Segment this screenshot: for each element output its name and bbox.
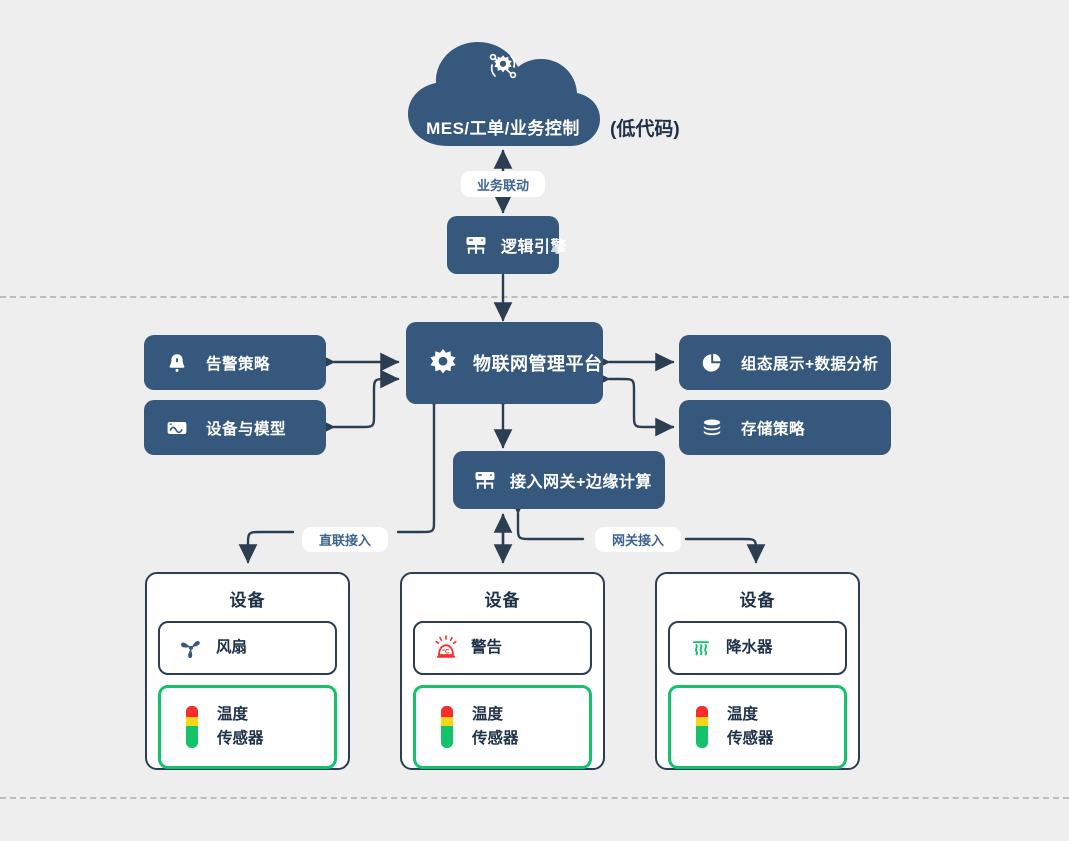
node-visual-analytics-label: 组态展示+数据分析 <box>741 355 879 373</box>
device-row-fan[interactable]: 风扇 <box>158 621 337 675</box>
node-logic-engine-label: 逻辑引擎 <box>501 239 568 256</box>
node-gateway-edge[interactable]: 接入网关+边缘计算 <box>453 451 665 509</box>
device-row-temperature-sensor[interactable]: 温度 传感器 <box>668 685 847 769</box>
temperature-gauge-icon <box>173 704 211 750</box>
sprinkler-icon <box>682 634 720 662</box>
cloud-label: MES/工单/业务控制 <box>426 119 580 138</box>
temperature-gauge-icon <box>683 704 721 750</box>
device-row-temperature-sensor[interactable]: 温度 传感器 <box>413 685 592 769</box>
device-row-label: 风扇 <box>216 638 248 656</box>
node-device-model-label: 设备与模型 <box>206 420 287 438</box>
alarm-siren-icon: °C <box>427 633 465 663</box>
device-card-title: 设备 <box>229 591 266 610</box>
node-logic-engine[interactable]: 逻辑引擎 <box>447 216 567 274</box>
low-code-note: (低代码) <box>610 119 680 140</box>
cloud-node-mes[interactable]: MES/工单/业务控制 <box>404 38 602 150</box>
device-row-label: 警告 <box>471 638 503 656</box>
node-storage-policy[interactable]: 存储策略 <box>679 400 891 455</box>
device-card-title: 设备 <box>739 591 776 610</box>
node-storage-policy-label: 存储策略 <box>741 420 806 438</box>
node-device-model[interactable]: 设备与模型 <box>144 400 326 455</box>
device-card[interactable]: 设备 风扇 <box>145 572 350 770</box>
edge-label-direct-access: 直联接入 <box>302 527 388 552</box>
device-row-label: 温度 传感器 <box>217 705 264 747</box>
device-row-sprinkler[interactable]: 降水器 <box>668 621 847 675</box>
svg-text:°C: °C <box>442 647 450 655</box>
device-row-alarm[interactable]: °C 警告 <box>413 621 592 675</box>
node-iot-platform[interactable]: 物联网管理平台 <box>406 322 603 404</box>
device-card-title: 设备 <box>484 591 521 610</box>
database-icon <box>701 417 723 439</box>
edge-label-business-link: 业务联动 <box>461 171 545 197</box>
gear-icon <box>426 346 460 380</box>
node-gateway-edge-label: 接入网关+边缘计算 <box>510 474 652 491</box>
node-visual-analytics[interactable]: 组态展示+数据分析 <box>679 335 891 390</box>
node-alarm-policy-label: 告警策略 <box>206 355 271 373</box>
device-row-label: 降水器 <box>726 638 773 656</box>
device-card[interactable]: 设备 °C 警告 <box>400 572 605 770</box>
device-row-temperature-sensor[interactable]: 温度 传感器 <box>158 685 337 769</box>
section-divider-top <box>0 296 1069 298</box>
device-row-label: 温度 传感器 <box>472 705 519 747</box>
edge-label-gateway-access: 网关接入 <box>595 527 681 552</box>
device-card[interactable]: 设备 降水器 <box>655 572 860 770</box>
gateway-icon <box>464 233 488 257</box>
fan-icon <box>172 634 210 662</box>
node-alarm-policy[interactable]: 告警策略 <box>144 335 326 390</box>
gear-network-icon <box>404 38 602 94</box>
bell-icon <box>166 352 188 374</box>
node-iot-platform-label: 物联网管理平台 <box>473 354 603 374</box>
cloud-shape <box>408 42 600 146</box>
temperature-gauge-icon <box>428 704 466 750</box>
gateway-icon <box>473 468 497 492</box>
device-panel-icon <box>166 417 188 439</box>
device-row-label: 温度 传感器 <box>727 705 774 747</box>
section-divider-bottom <box>0 797 1069 799</box>
pie-chart-icon <box>701 352 723 374</box>
